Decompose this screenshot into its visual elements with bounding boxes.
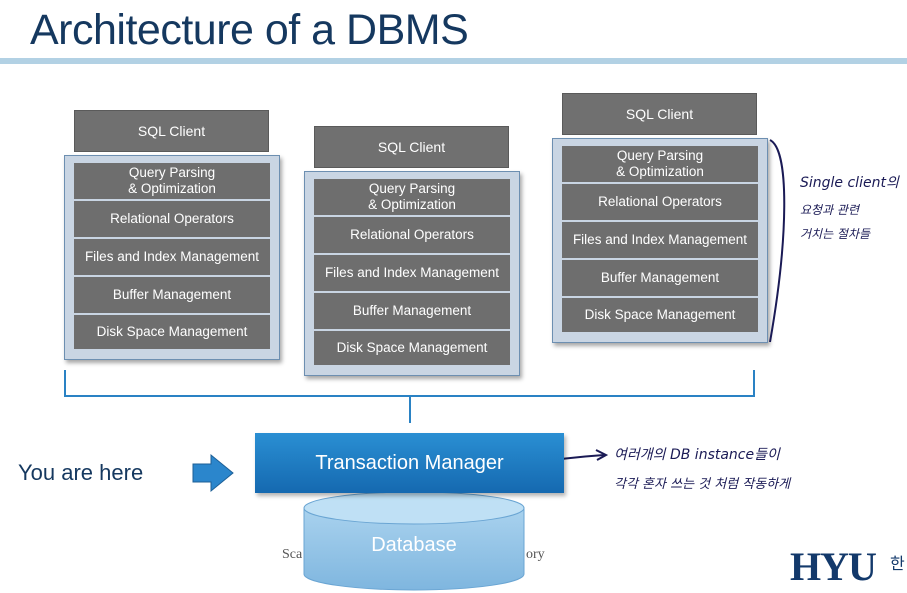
layer-relational-operators: Relational Operators	[314, 217, 510, 255]
note-line: 요청과 관련	[800, 203, 860, 217]
layer-files-index: Files and Index Management	[314, 255, 510, 293]
footer-faded-text-left: Sca	[282, 547, 303, 562]
handwritten-note-tm: 여러개의 DB instance들이 각각 혼자 쓰는 것 처럼 작동하게	[614, 440, 790, 500]
layer-query-parsing: Query Parsing & Optimization	[562, 146, 758, 184]
layer-files-index: Files and Index Management	[74, 239, 270, 277]
layer-buffer-management: Buffer Management	[74, 277, 270, 315]
sql-client-box-1: SQL Client	[74, 110, 269, 152]
page-title: Architecture of a DBMS	[30, 6, 469, 54]
you-are-here-label: You are here	[18, 460, 144, 485]
sql-client-box-3: SQL Client	[562, 93, 757, 135]
layer-query-parsing: Query Parsing & Optimization	[314, 179, 510, 217]
title-underline	[0, 58, 907, 64]
note-line: 각각 혼자 쓰는 것 처럼 작동하게	[614, 477, 791, 492]
stack-bracket	[64, 370, 755, 397]
layer-disk-space: Disk Space Management	[74, 315, 270, 351]
dbms-stack-3: Query Parsing & Optimization Relational …	[552, 138, 768, 343]
database-label: Database	[371, 534, 457, 556]
layer-query-parsing: Query Parsing & Optimization	[74, 163, 270, 201]
dbms-stack-2: Query Parsing & Optimization Relational …	[304, 171, 520, 376]
note-line: 여러개의 DB instance들이	[614, 447, 780, 463]
layer-relational-operators: Relational Operators	[562, 184, 758, 222]
layer-disk-space: Disk Space Management	[562, 298, 758, 334]
layer-buffer-management: Buffer Management	[562, 260, 758, 298]
dbms-stack-1: Query Parsing & Optimization Relational …	[64, 155, 280, 360]
layer-buffer-management: Buffer Management	[314, 293, 510, 331]
layer-disk-space: Disk Space Management	[314, 331, 510, 367]
hyu-logo-glyph: 한	[890, 556, 905, 573]
sql-client-box-2: SQL Client	[314, 126, 509, 168]
handwritten-note-stack: Single client의 요청과 관련 거치는 절차들	[800, 168, 899, 246]
note-line: Single client의	[800, 175, 899, 191]
layer-files-index: Files and Index Management	[562, 222, 758, 260]
handwritten-brace	[769, 139, 786, 343]
note-line: 거치는 절차들	[800, 227, 871, 241]
layer-relational-operators: Relational Operators	[74, 201, 270, 239]
database-cylinder-icon	[303, 508, 525, 591]
you-are-here-arrow-icon	[192, 453, 234, 493]
hyu-logo: HYU	[790, 544, 877, 589]
footer-faded-text-right: ory	[526, 547, 545, 562]
transaction-manager-box: Transaction Manager	[255, 433, 564, 493]
